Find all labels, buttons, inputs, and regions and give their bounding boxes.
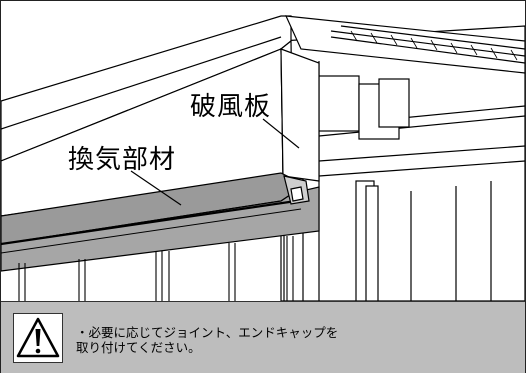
lower-posts [18, 236, 294, 301]
caution-note-bar: ・必要に応じてジョイント、エンドキャップを 取り付けてください。 [1, 301, 525, 373]
warning-triangle-icon [16, 317, 60, 358]
ventilation-member [1, 172, 320, 272]
caution-note-text: ・必要に応じてジョイント、エンドキャップを 取り付けてください。 [76, 325, 338, 355]
roof-eave-illustration [1, 1, 525, 301]
caution-note-line-1: ・必要に応じてジョイント、エンドキャップを [76, 325, 339, 340]
fascia-board-label: 破風板 [190, 92, 272, 122]
ventilation-member-label: 換気部材 [68, 145, 177, 175]
roof-sheet [1, 15, 525, 162]
leader-lines [130, 118, 300, 206]
warning-icon-box [13, 313, 63, 363]
caution-note-line-2: 取り付けてください。 [76, 340, 201, 355]
